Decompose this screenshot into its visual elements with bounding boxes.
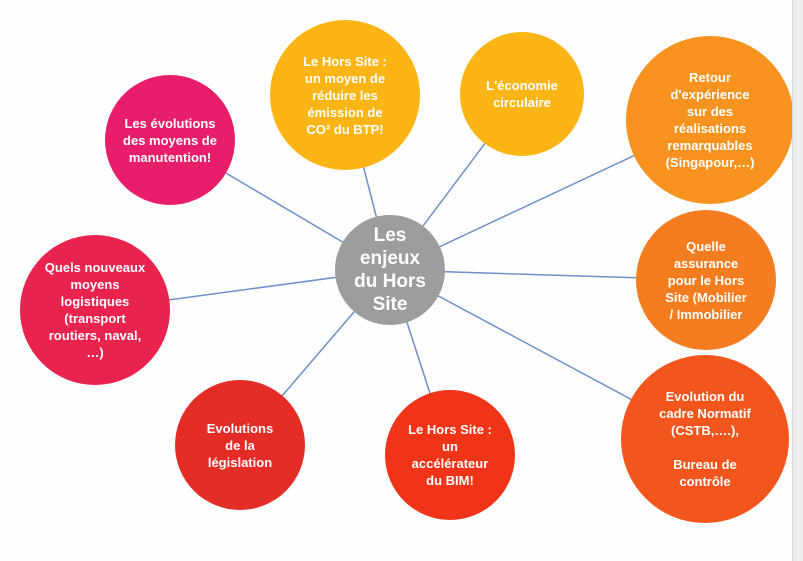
node-bim: Le Hors Site : un accélérateur du BIM! [385,390,515,520]
node-co2: Le Hors Site : un moyen de réduire les é… [270,20,420,170]
node-legislation: Evolutions de la législation [175,380,305,510]
node-manutention: Les évolutions des moyens de manutention… [105,75,235,205]
node-normatif: Evolution du cadre Normatif (CSTB,….), B… [621,355,789,523]
node-logistique: Quels nouveaux moyens logistiques (trans… [20,235,170,385]
node-economie: L'économie circulaire [460,32,584,156]
node-assurance: Quelle assurance pour le Hors Site (Mobi… [636,210,776,350]
central-topic: Les enjeux du Hors Site [335,215,445,325]
scrollbar[interactable] [792,0,803,561]
node-retour: Retour d'expérience sur des réalisations… [626,36,794,204]
